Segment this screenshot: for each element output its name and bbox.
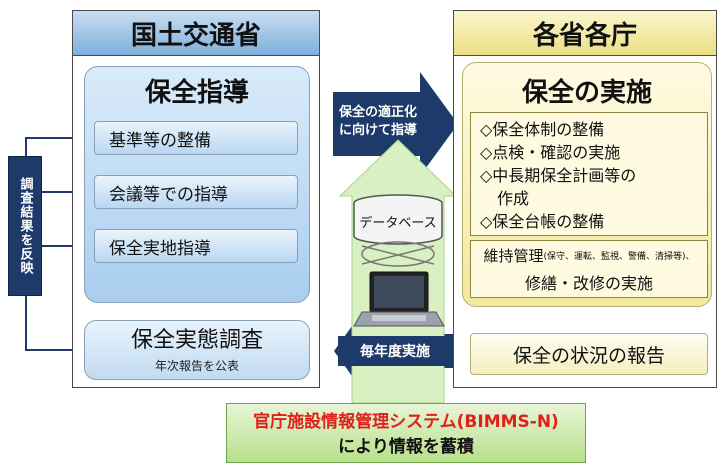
maintenance-guidance-title: 保全指導 xyxy=(144,77,249,108)
database-icon xyxy=(353,194,443,245)
bimms-system-name: 官庁施設情報管理システム(BIMMS-N) xyxy=(253,411,559,432)
guidance-item-standards: 基準等の整備 xyxy=(94,121,298,155)
mlit-header: 国土交通省 xyxy=(72,10,320,56)
reflect-results-label: 調査結果を反映 xyxy=(8,156,42,296)
guidance-item-meetings: 会議等での指導 xyxy=(94,175,298,209)
implementation-list-box xyxy=(470,112,708,236)
maintenance-management-line1: 維持管理(保守、運転、監視、警備、清掃等)、 xyxy=(470,243,708,267)
implementation-item: 作成 xyxy=(497,189,530,208)
maintenance-management-detail: (保守、運転、監視、警備、清掃等)、 xyxy=(543,251,695,262)
repair-renovation-label: 修繕・改修の実施 xyxy=(524,274,653,293)
optimization-arrow-line1: 保全の適正化 xyxy=(338,104,417,120)
bimms-system-description: により情報を蓄積 xyxy=(338,436,474,457)
maintenance-management-box xyxy=(470,240,708,298)
implementation-item: ◇保全体制の整備 xyxy=(480,120,605,139)
maintenance-survey-box xyxy=(84,320,310,380)
implementation-item: ◇点検・確認の実施 xyxy=(480,143,621,162)
laptop-icon xyxy=(353,271,445,327)
implementation-item: ◇中長期保全計画等の xyxy=(480,166,637,185)
guidance-item-onsite: 保全実地指導 xyxy=(94,229,298,263)
maintenance-survey-subtitle: 年次報告を公表 xyxy=(154,358,239,373)
network-connector-icon xyxy=(361,241,435,267)
maintenance-implementation-title: 保全の実施 xyxy=(521,77,652,108)
optimization-arrow-line2: に向けて指導 xyxy=(339,122,417,138)
maintenance-survey-title: 保全実態調査 xyxy=(130,328,263,353)
maintenance-management-label: 維持管理 xyxy=(483,246,544,265)
implementation-item: ◇保全台帳の整備 xyxy=(480,212,605,231)
yearly-implementation-label: 毎年度実施 xyxy=(338,336,452,366)
ministries-header: 各省各庁 xyxy=(453,10,717,56)
optimization-arrow-shape xyxy=(333,72,458,176)
database-label: データベース xyxy=(359,215,436,231)
status-report-box: 保全の状況の報告 xyxy=(470,333,708,375)
